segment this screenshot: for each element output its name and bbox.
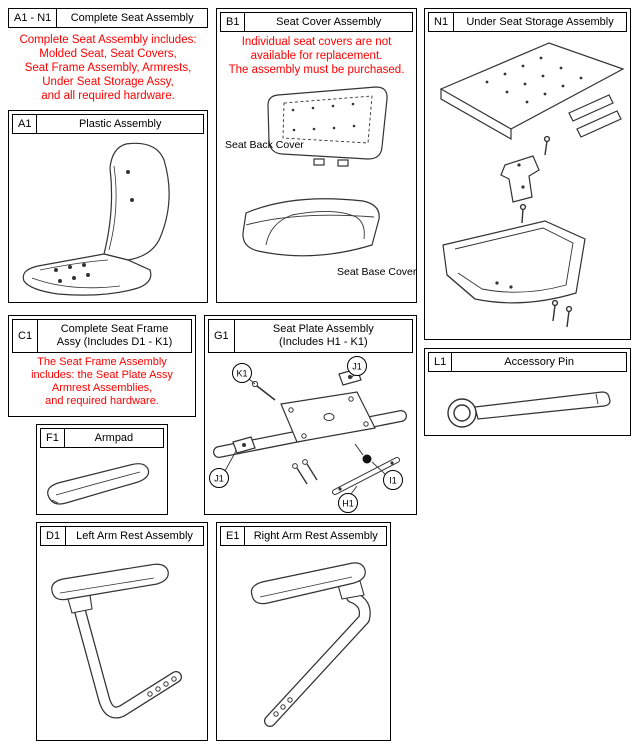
back-cover-dots: [291, 102, 356, 132]
left-armrest-drawing: [51, 563, 182, 719]
accessory-pin-drawing: [447, 391, 611, 428]
armpad-drawing: [47, 463, 150, 505]
callout-h1: H1: [338, 493, 358, 513]
left-armrest-holes: [147, 676, 177, 697]
seat-plate-illustration: K1 J1 J1 I1: [205, 356, 416, 514]
right-armrest-code: E1: [221, 527, 246, 545]
seat-cover-illustration: [218, 85, 417, 301]
seat-cover-title: Seat Cover Assembly: [276, 15, 382, 28]
plastic-assembly-title: Plastic Assembly: [78, 117, 162, 130]
plastic-assembly-header: A1 Plastic Assembly: [12, 114, 204, 134]
armpad-code: F1: [41, 429, 65, 447]
complete-seat-note: Complete Seat Assembly includes: Molded …: [19, 34, 197, 102]
molded-seat-illustration: [10, 138, 206, 302]
seat-frame-title: Complete Seat Frame Assy (Includes D1 - …: [56, 323, 173, 348]
callout-k1: K1: [232, 363, 252, 383]
seat-frame-note: The Seat Frame Assembly includes: the Se…: [31, 356, 173, 407]
storage-title: Under Seat Storage Assembly: [466, 15, 614, 28]
seat-cover-note: Individual seat covers are not available…: [228, 36, 405, 76]
left-armrest-code: D1: [41, 527, 67, 545]
seat-plate-drawing: K1 J1 J1 I1: [209, 356, 407, 513]
right-armrest-header: E1 Right Arm Rest Assembly: [220, 526, 387, 546]
storage-drawing: [439, 42, 625, 328]
svg-text:J1: J1: [214, 474, 224, 484]
accessory-pin-illustration: [426, 377, 631, 435]
right-armrest-title: Right Arm Rest Assembly: [253, 529, 378, 542]
right-armrest-drawing: [250, 562, 371, 727]
panel-under-seat-storage: N1 Under Seat Storage Assembly: [424, 8, 631, 340]
svg-text:I1: I1: [389, 476, 397, 486]
seat-plate-title: Seat Plate Assembly (Includes H1 - K1): [272, 323, 374, 348]
seat-base-cover-shape: [242, 198, 380, 257]
panel-right-armrest: E1 Right Arm Rest Assembly: [216, 522, 391, 741]
callout-j1-left: J1: [209, 468, 229, 488]
callouts: K1 J1 J1 I1: [209, 356, 403, 513]
panel-seat-frame: C1 Complete Seat Frame Assy (Includes D1…: [8, 315, 196, 417]
panel-seat-cover: B1 Seat Cover Assembly Individual seat c…: [216, 8, 417, 303]
left-armrest-title: Left Arm Rest Assembly: [76, 529, 193, 542]
seat-cover-header: B1 Seat Cover Assembly: [220, 12, 413, 32]
panel-left-armrest: D1 Left Arm Rest Assembly: [36, 522, 208, 741]
right-armrest-illustration: [218, 551, 391, 740]
seat-base-cover-caption: Seat Base Cover: [337, 266, 417, 278]
seat-plate-code: G1: [209, 320, 235, 352]
plastic-assembly-code: A1: [13, 115, 38, 133]
svg-text:H1: H1: [342, 499, 354, 509]
armpad-header: F1 Armpad: [40, 428, 164, 448]
storage-illustration: [427, 37, 630, 339]
storage-screws: [519, 135, 573, 328]
left-armrest-header: D1 Left Arm Rest Assembly: [40, 526, 204, 546]
right-armrest-holes: [273, 697, 293, 717]
panel-seat-plate: G1 Seat Plate Assembly (Includes H1 - K1…: [204, 315, 417, 515]
seat-back-cover-caption: Seat Back Cover: [225, 139, 304, 151]
complete-seat-header: A1 - N1 Complete Seat Assembly: [8, 8, 208, 28]
seat-cover-code: B1: [221, 13, 246, 31]
svg-text:K1: K1: [236, 369, 247, 379]
left-armrest-illustration: [38, 551, 208, 740]
seat-back-cover-shape: [267, 86, 388, 167]
accessory-pin-header: L1 Accessory Pin: [428, 352, 627, 372]
armpad-title: Armpad: [94, 431, 134, 444]
seat-screw-dots: [54, 170, 134, 283]
seat-frame-header: C1 Complete Seat Frame Assy (Includes D1…: [12, 319, 192, 353]
accessory-pin-code: L1: [429, 353, 453, 371]
molded-seat-drawing: [22, 142, 170, 296]
panel-accessory-pin: L1 Accessory Pin: [424, 348, 631, 436]
seat-plate-parts: [213, 368, 407, 495]
seat-cover-drawing: [242, 86, 388, 257]
storage-dots: [485, 56, 583, 289]
armpad-illustration: [38, 453, 168, 514]
accessory-pin-title: Accessory Pin: [504, 355, 574, 368]
callout-i1: I1: [383, 470, 403, 490]
panel-plastic-assembly: A1 Plastic Assembly: [8, 110, 208, 303]
callout-j1-top: J1: [347, 356, 367, 376]
seat-frame-code: C1: [13, 320, 39, 352]
svg-text:J1: J1: [352, 362, 362, 372]
storage-code: N1: [429, 13, 455, 31]
storage-header: N1 Under Seat Storage Assembly: [428, 12, 627, 32]
complete-seat-title: Complete Seat Assembly: [70, 11, 194, 24]
complete-seat-code: A1 - N1: [9, 9, 58, 27]
seat-plate-header: G1 Seat Plate Assembly (Includes H1 - K1…: [208, 319, 413, 353]
panel-armpad: F1 Armpad: [36, 424, 168, 515]
